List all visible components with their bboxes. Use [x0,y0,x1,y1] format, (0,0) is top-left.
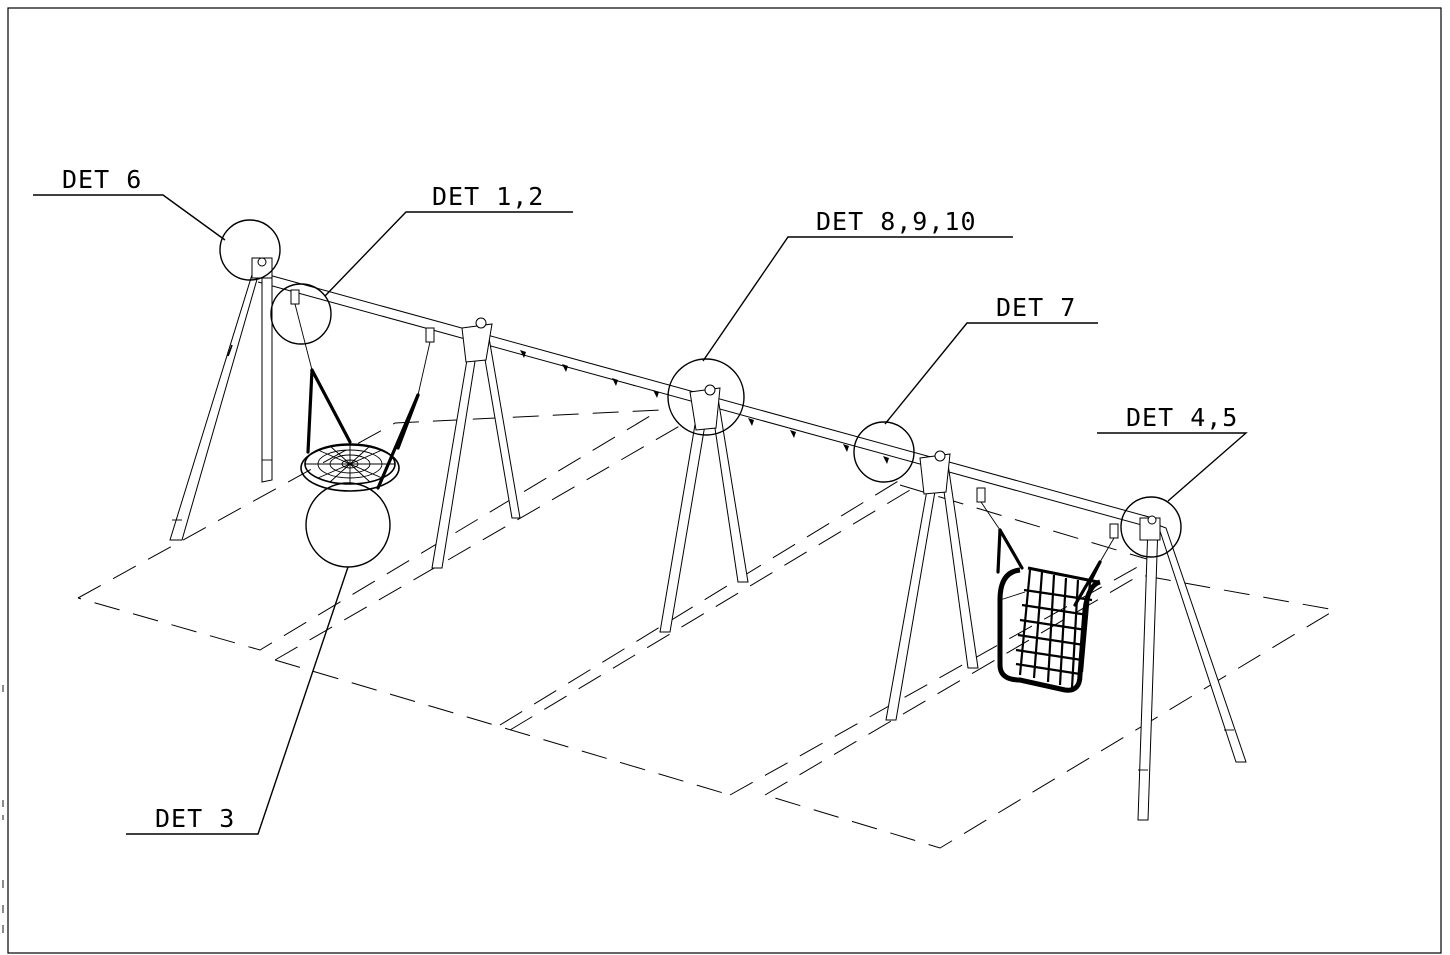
det-4-5-label: DET 4,5 [1126,403,1238,432]
det-7-circle [853,421,915,483]
det-7-label: DET 7 [996,293,1076,322]
safety-zone-left [77,409,691,661]
a-frame-4 [885,450,979,721]
det-6-label: DET 6 [62,165,142,194]
det-1-2-leader [324,211,573,297]
det-8-9-10-label: DET 8,9,10 [816,207,977,236]
safety-zone-right [764,484,1337,849]
cradle-swing [976,487,1119,693]
cradle-swing-hanger-right [1109,523,1119,539]
det-6-leader [33,194,226,241]
det-4-5-circle [1120,496,1182,558]
safety-zone-center [274,479,1151,796]
a-frame-3 [659,384,749,633]
det-1-2-label: DET 1,2 [432,182,544,211]
nest-swing-hanger-left [290,289,300,305]
a-frame-1 [169,257,273,541]
det-4-5-leader [1097,432,1248,502]
drawing-border [7,7,1442,954]
det-8-9-10-leader [702,236,1013,362]
det-8-9-10-circle [667,358,745,436]
a-frame-5 [1137,515,1247,821]
det-7-leader [884,322,1098,425]
det-1-2-circle [270,283,332,345]
a-frame-2 [431,317,521,569]
det-3-leader [126,566,349,835]
cradle-swing-hanger-left [976,487,986,503]
beam-clips [520,350,889,464]
det-6-circle [219,219,281,281]
nest-swing-hanger-right [425,327,435,343]
det-3-label: DET 3 [155,804,235,833]
nest-swing [290,289,435,492]
det-3-circle [305,482,391,568]
